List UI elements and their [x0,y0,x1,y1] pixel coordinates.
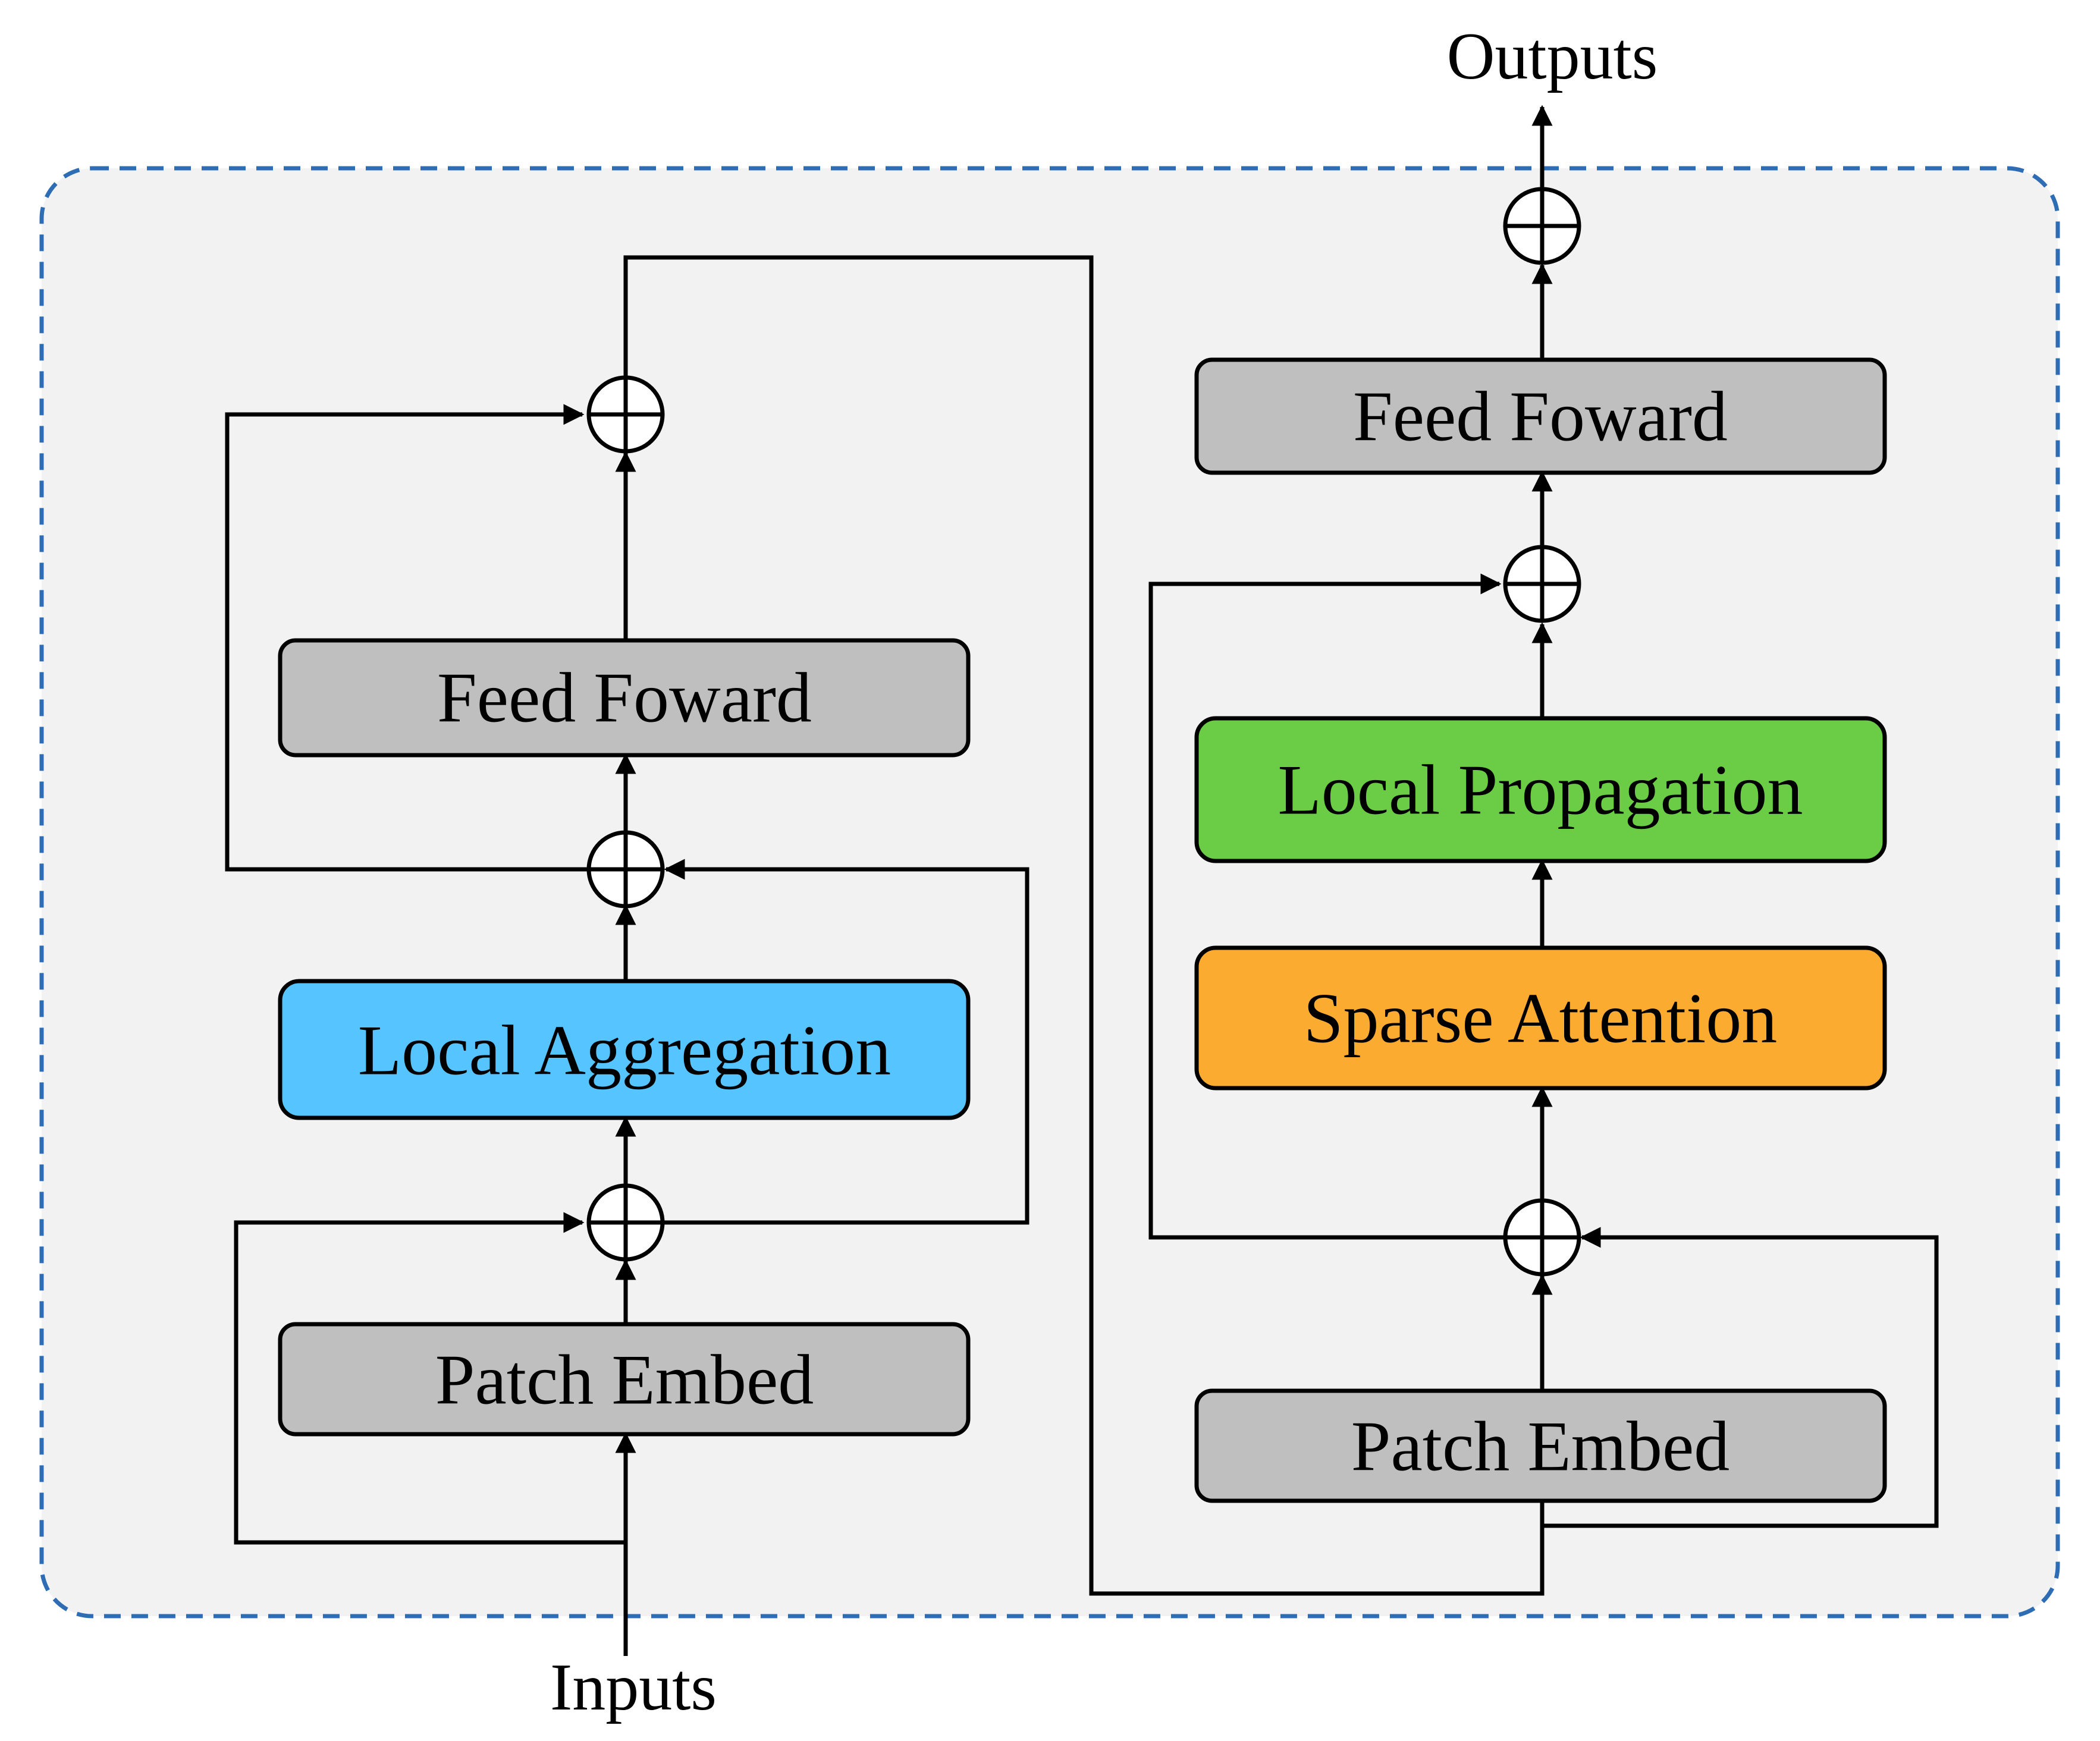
right-sum-3-plus-icon [1503,187,1581,265]
right-sum-1-plus-icon [1503,1198,1581,1277]
sparse-attention-block: Sparse Attention [1194,945,1887,1091]
right-patch-embed-block: Patch Embed [1194,1388,1887,1503]
local-aggregation-box [278,979,971,1120]
left-sum-2-plus-icon [586,830,665,909]
edge-left-sum-2-skip-to-left-sum-3 [225,404,587,872]
edge-right-sum-1-skip-to-right-sum-2 [1148,573,1503,1240]
left-sum-1-plus-icon [586,1183,665,1262]
edge-left-sum-3-to-right-patch-embed [623,255,1545,1596]
local-propagation-block: Local Propagation [1194,716,1887,863]
edge-inputs-skip-to-left-sum-1 [234,1212,626,1545]
left-patch-embed-block: Patch Embed [278,1322,971,1437]
left-feed-forward-label: Feed Foward [437,658,812,737]
right-patch-embed-label: Patch Embed [1351,1407,1730,1486]
left-feed-forward-box [278,638,971,758]
local-propagation-box [1194,716,1887,863]
inputs-label: Inputs [550,1651,717,1724]
left-feed-forward-block: Feed Foward [278,638,971,758]
edge-left-sum-1-skip-to-left-sum-2 [664,859,1029,1225]
sparse-attention-label: Sparse Attention [1304,979,1778,1058]
left-patch-embed-label: Patch Embed [435,1340,814,1419]
right-feed-forward-block: Feed Foward [1194,357,1887,475]
local-aggregation-block: Local Aggregation [278,979,971,1120]
left-sum-3-plus-icon [586,375,665,454]
right-sum-2-plus-icon [1503,545,1581,623]
left-patch-embed-box [278,1322,971,1437]
right-feed-forward-box [1194,357,1887,475]
sparse-attention-box [1194,945,1887,1091]
local-propagation-label: Local Propagation [1277,750,1803,829]
right-feed-forward-label: Feed Foward [1353,377,1728,456]
right-patch-embed-box [1194,1388,1887,1503]
edge-right-patch-embed-skip-to-right-sum-1 [1542,1227,1939,1528]
outputs-label: Outputs [1447,20,1658,93]
local-aggregation-label: Local Aggregation [358,1011,891,1090]
